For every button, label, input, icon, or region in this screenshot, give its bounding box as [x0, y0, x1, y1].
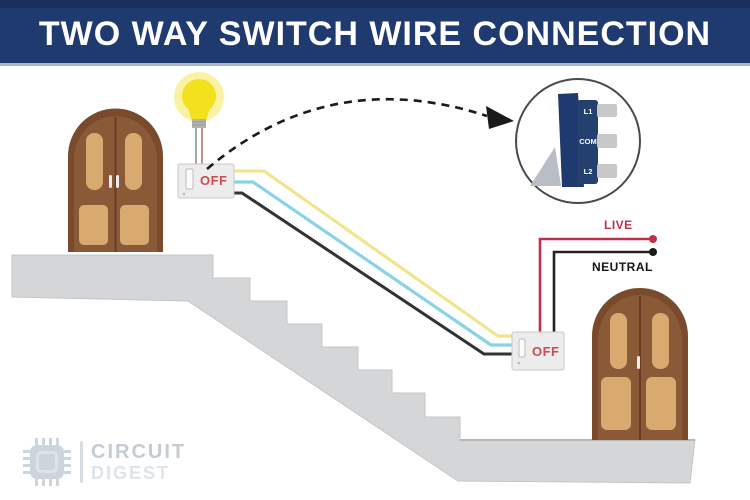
door-panel	[652, 313, 669, 369]
wire-neutral	[552, 250, 653, 335]
door-right	[592, 288, 688, 440]
switch-state-label: OFF	[200, 173, 228, 188]
logo-separator	[80, 441, 83, 483]
terminal-tab-com	[597, 134, 617, 148]
switch-bottom: OFF	[511, 331, 565, 371]
live-terminal-dot	[649, 235, 657, 243]
neutral-terminal-dot	[649, 248, 657, 256]
door-panel	[79, 205, 108, 245]
door-panel	[601, 377, 631, 430]
dashed-callout-arrow	[206, 97, 514, 170]
terminal-label-l2: L2	[584, 167, 593, 176]
neutral-label: NEUTRAL	[592, 260, 653, 274]
door-left	[68, 108, 163, 253]
wire-yellow	[232, 169, 515, 338]
terminal-label-l1: L1	[584, 107, 593, 116]
terminal-tab-l2	[597, 164, 617, 178]
switch-state-label: OFF	[532, 344, 560, 359]
door-handle	[116, 175, 119, 188]
terminal-label-com: COM	[579, 137, 597, 146]
terminal-tab-l1	[597, 104, 617, 117]
door-handle	[109, 175, 112, 188]
door-panel	[646, 377, 676, 430]
door-panel	[610, 313, 627, 369]
page-title: TWO WAY SWITCH WIRE CONNECTION	[38, 15, 712, 53]
wire-live	[538, 237, 653, 335]
logo-text-digest: DIGEST	[91, 463, 171, 483]
door-handle	[637, 356, 640, 369]
door-panel	[86, 133, 103, 190]
switch-top: OFF	[177, 163, 235, 199]
circuitdigest-logo: CIRCUIT DIGEST	[22, 437, 186, 487]
staircase	[11, 254, 696, 484]
switch-detail-inset: L1 COM L2	[515, 78, 641, 204]
rocker-shadow	[530, 147, 561, 186]
traveler-wires	[232, 169, 515, 356]
title-banner: TWO WAY SWITCH WIRE CONNECTION	[0, 0, 750, 66]
switch-toggle	[518, 338, 526, 358]
chip-icon	[23, 438, 71, 486]
terminal-block	[577, 100, 598, 184]
light-bulb-icon	[174, 72, 224, 165]
door-panel	[120, 205, 149, 245]
live-label: LIVE	[604, 218, 633, 232]
wire-blue	[232, 180, 515, 347]
supply-wires	[538, 235, 657, 335]
switch-toggle	[185, 168, 194, 190]
logo-text-circuit: CIRCUIT	[91, 441, 187, 463]
arrowhead	[486, 106, 514, 129]
wire-black	[232, 191, 515, 356]
banner-top-strip	[0, 0, 750, 8]
door-panel	[125, 133, 142, 190]
